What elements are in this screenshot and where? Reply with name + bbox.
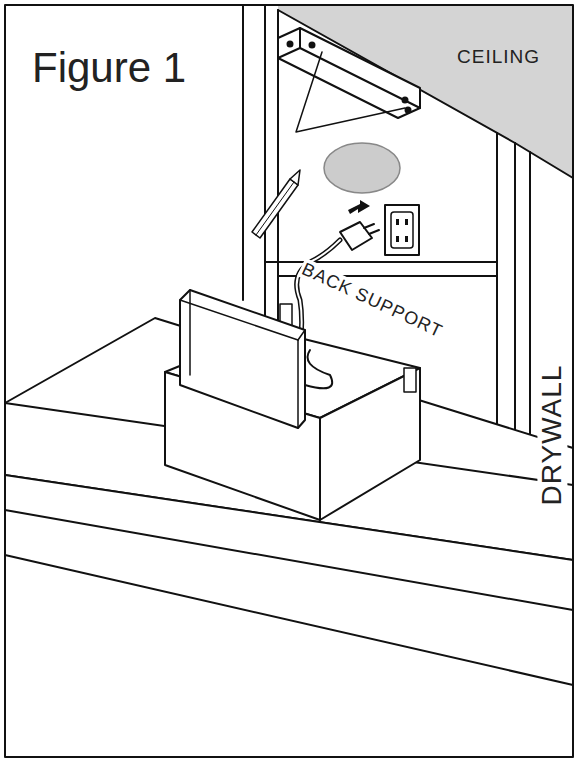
fireplace-panel [298, 330, 305, 340]
screw-hole [406, 108, 411, 113]
pencil [252, 179, 298, 238]
screw-hole [288, 42, 293, 47]
insert-arrow [348, 200, 370, 214]
wall-bracket [299, 28, 301, 48]
floor-edge [5, 510, 573, 610]
fireplace-panel [180, 290, 305, 428]
stud-line [242, 5, 244, 300]
figure-title: Figure 1 [30, 46, 188, 90]
outlet-slot [405, 219, 408, 225]
wall-bracket [278, 28, 420, 118]
stud-line [264, 5, 266, 300]
outlet-slot [396, 219, 399, 225]
back-support-edge [265, 261, 497, 263]
mounting-clip [404, 368, 416, 392]
power-cord [305, 350, 332, 388]
screw-hole [310, 43, 315, 48]
floor-edge [5, 555, 573, 685]
wall-bracket [300, 48, 420, 108]
plug-prong [369, 230, 379, 234]
outlet-slot [396, 236, 399, 242]
pencil-tip [290, 170, 300, 185]
ceiling-edge [515, 143, 573, 178]
wall-hole [324, 143, 400, 193]
figure-frame [5, 5, 573, 757]
fireplace-panel [297, 340, 299, 428]
wall-outlet [385, 205, 419, 255]
outlet-slot [405, 236, 408, 242]
back-support-label: BACK SUPPORT [297, 258, 447, 342]
ceiling-edge [278, 10, 515, 143]
unit-side [320, 368, 420, 520]
ceiling-label: CEILING [455, 46, 542, 67]
screw-hole [403, 98, 408, 103]
wall-bracket [278, 48, 300, 58]
marking-line [296, 52, 405, 132]
drywall-label: DRYWALL [537, 363, 567, 508]
ceiling-area [278, 5, 573, 178]
wall-outlet [391, 212, 413, 248]
platform-base [5, 475, 573, 757]
plug-prong [364, 224, 374, 228]
fireplace-panel [180, 300, 298, 340]
pencil [256, 182, 294, 235]
